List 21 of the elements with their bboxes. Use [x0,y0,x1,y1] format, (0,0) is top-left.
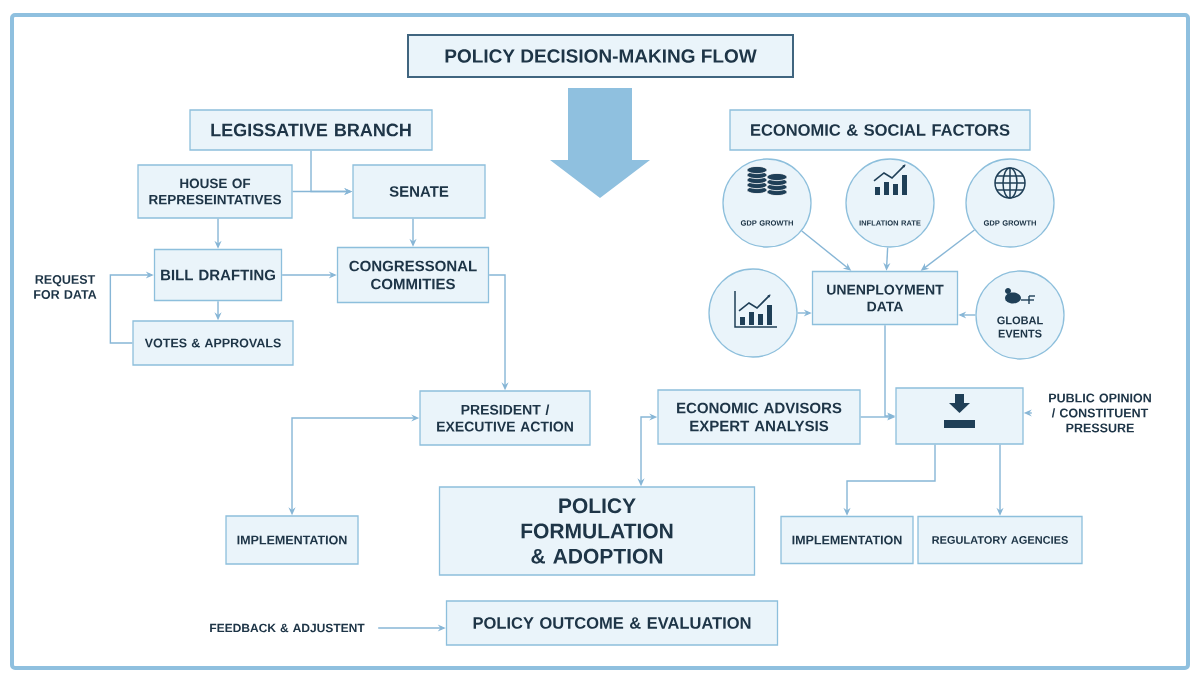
process-box: IMPLEMENTATION [780,515,914,565]
process-box: PRESIDENT / EXECUTIVE ACTION [419,390,591,446]
note-text: FEEDBACK & ADJUSTENT [210,623,365,633]
process-box: VOTES & APPROVALS [132,320,294,366]
process-box: SENATE [352,164,486,219]
process-box: HOUSE OF REPRESEINTATIVES [137,164,293,219]
process-box: BILL DRAFTING [153,248,283,302]
process-box: IMPLEMENTATION [225,515,359,565]
process-box: REGULATORY AGENCIES [917,515,1083,565]
note-text: REQUEST FOR DATA [34,275,97,299]
policy-box: POLICY FORMULATION & ADOPTION [438,486,756,576]
process-box: CONGRESSONAL COMMITIES [336,246,490,304]
factor-box: ECONOMIC & SOCIAL FACTORS [729,109,1031,151]
title-box: POLICY DECISION-MAKING FLOW [407,34,794,78]
branch-box: LEGISSATIVE BRANCH [189,109,433,151]
process-box: UNENPLOYMENT DATA [811,270,959,326]
action-box [895,387,1024,445]
process-box: ECONOMIC ADVISORS EXPERT ANALYSIS [657,389,861,445]
outcome-box: POLICY OUTCOME & EVALUATION [445,600,779,646]
note-text: PUBLIC OPINION / CONSTITUENT PRESSURE [1049,393,1151,433]
factor-circle [708,268,798,358]
